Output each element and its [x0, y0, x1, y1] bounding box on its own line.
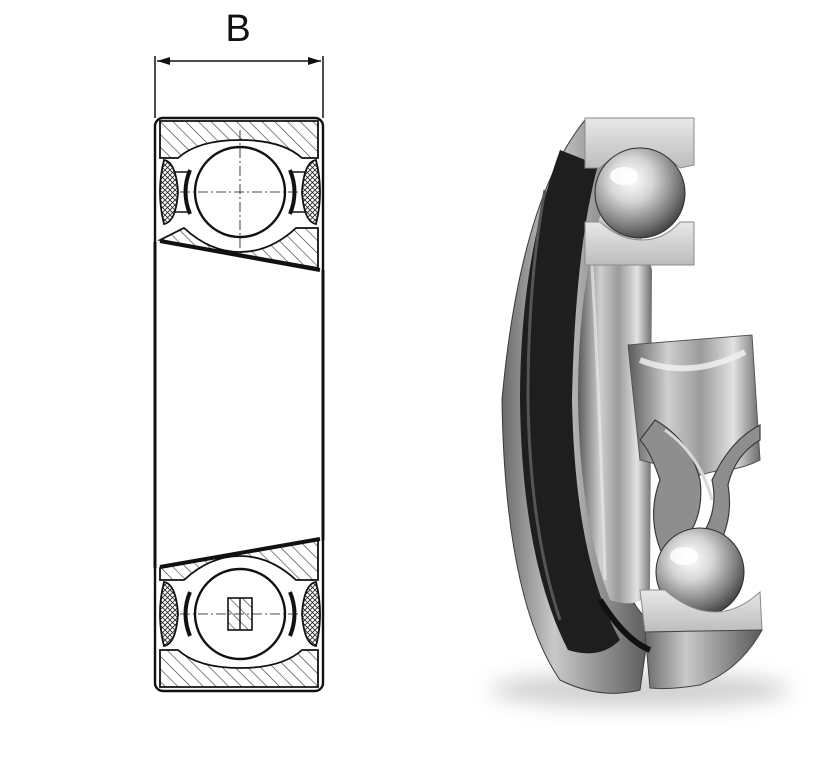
section-top — [157, 120, 321, 272]
top-ball — [594, 147, 686, 239]
cage — [639, 419, 761, 561]
cutaway-render — [490, 117, 790, 708]
dimension-label-b: B — [225, 8, 251, 50]
section-drawing — [153, 56, 325, 693]
dimension-b — [154, 56, 324, 118]
section-bottom — [159, 537, 321, 688]
